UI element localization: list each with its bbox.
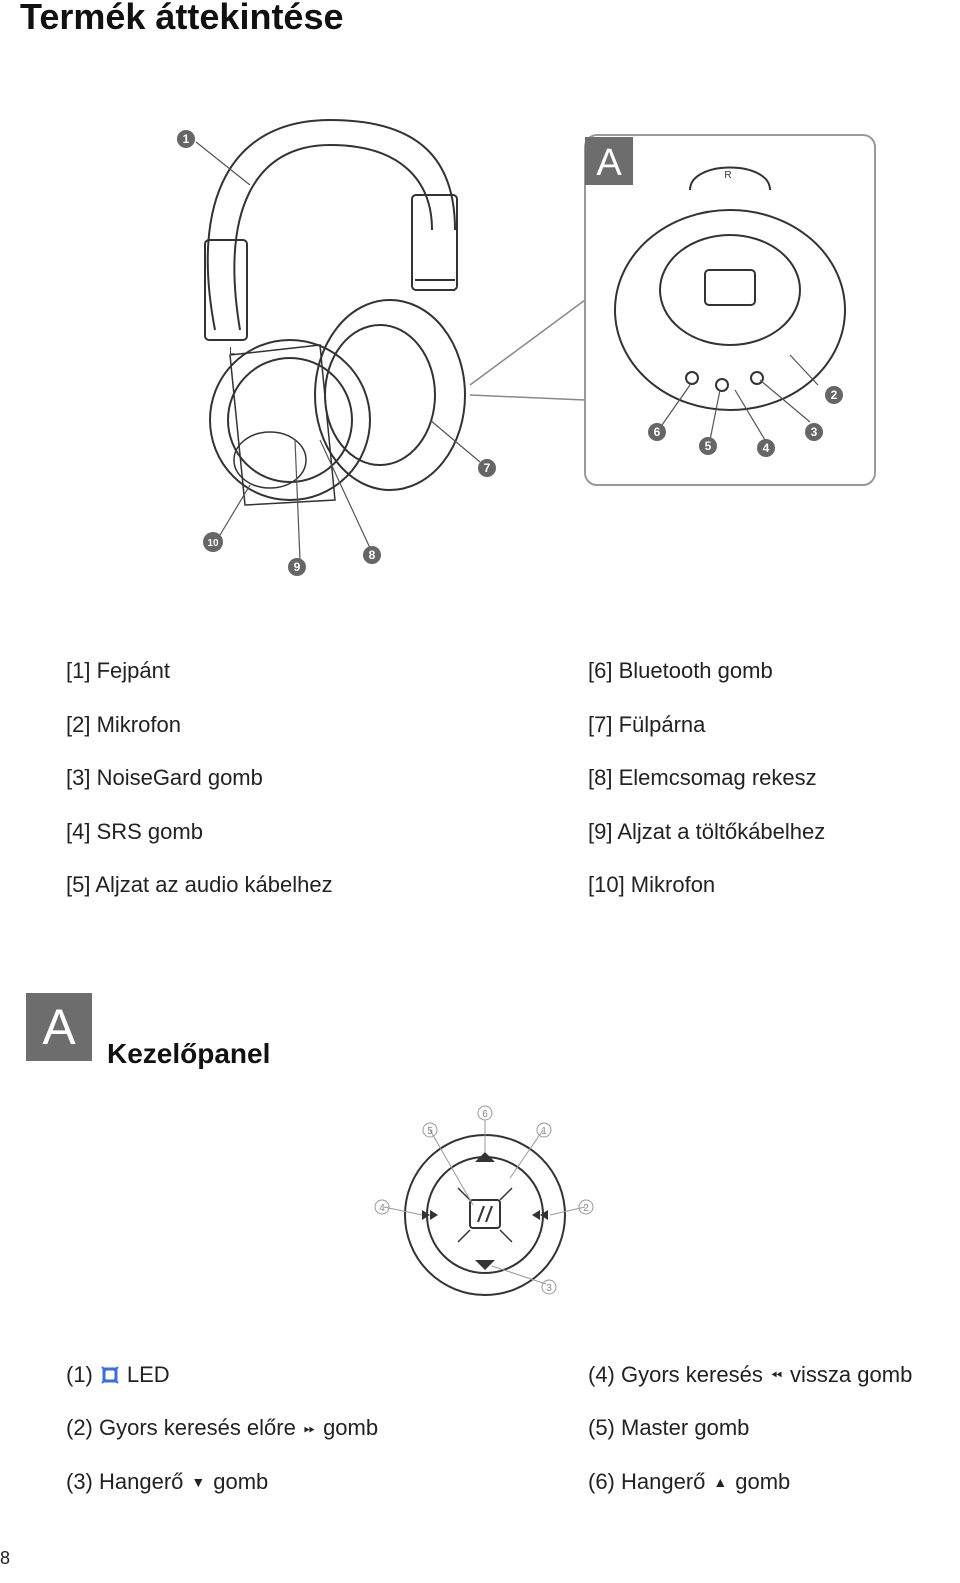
part-9: [9] Aljzat a töltőkábelhez: [588, 818, 826, 844]
svg-text:L: L: [229, 346, 235, 357]
section-a-badge: A: [26, 993, 92, 1061]
panel-a-letter: A: [596, 142, 622, 184]
callout-6: 6: [654, 425, 661, 439]
control-5: (5) Master gomb: [588, 1415, 750, 1441]
parts-list-left: [1] Fejpánt [2] Mikrofon [3] NoiseGard g…: [66, 656, 333, 924]
page-number: 8: [0, 1548, 11, 1568]
panel-callout-5: 5: [427, 1126, 433, 1137]
callout-10: 10: [207, 538, 219, 549]
led-icon: [101, 1366, 119, 1384]
panel-callout-3: 3: [546, 1283, 552, 1294]
fast-forward-icon: ⏩︎: [303, 1420, 316, 1437]
panel-callout-1: 1: [541, 1126, 547, 1137]
rewind-icon: ⏪︎: [770, 1366, 783, 1383]
control-3: (3) Hangerő ▼ gomb: [66, 1455, 378, 1509]
volume-up-icon: ▲: [713, 1473, 728, 1490]
part-5: [5] Aljzat az audio kábelhez: [66, 872, 333, 897]
controls-list-right: (4) Gyors keresés ⏪︎ vissza gomb (5) Mas…: [588, 1348, 912, 1509]
part-3: [3] NoiseGard gomb: [66, 765, 263, 790]
callout-7: 7: [484, 461, 491, 475]
callout-4: 4: [763, 441, 770, 455]
control-1: (1) LED: [66, 1361, 170, 1387]
control-6: (6) Hangerő ▲ gomb: [588, 1455, 912, 1509]
control-4: (4) Gyors keresés ⏪︎ vissza gomb: [588, 1348, 912, 1402]
part-6: [6] Bluetooth gomb: [588, 658, 773, 683]
part-7: [7] Fülpárna: [588, 711, 706, 737]
headphone-overview-figure: A R L 1 2 3 4 5 6 7 8 9 10: [177, 118, 876, 576]
part-4: [4] SRS gomb: [66, 818, 203, 844]
panel-callout-4: 4: [379, 1203, 385, 1214]
callout-5: 5: [705, 439, 712, 453]
page-title: Termék áttekintése: [20, 0, 344, 37]
panel-callout-6: 6: [482, 1109, 488, 1120]
volume-down-icon: ▼: [191, 1473, 206, 1490]
callout-1: 1: [183, 132, 190, 146]
callout-9: 9: [294, 560, 301, 574]
part-10: [10] Mikrofon: [588, 872, 716, 897]
panel-callout-2: 2: [583, 1203, 589, 1214]
callout-3: 3: [811, 425, 818, 439]
section-title: Kezelőpanel: [107, 1038, 271, 1069]
parts-list-right: [6] Bluetooth gomb [7] Fülpárna [8] Elem…: [588, 656, 825, 924]
controls-list-left: (1) LED (2) Gyors keresés előre ⏩︎ gomb …: [66, 1348, 378, 1509]
part-2: [2] Mikrofon: [66, 711, 181, 737]
part-1: [1] Fejpánt: [66, 658, 170, 683]
part-8: [8] Elemcsomag rekesz: [588, 765, 817, 790]
control-panel-figure: 1 2 3 4 5 6: [374, 1105, 594, 1296]
callout-8: 8: [369, 548, 376, 562]
panel-a-badge: [585, 137, 633, 185]
control-2: (2) Gyors keresés előre ⏩︎ gomb: [66, 1402, 378, 1456]
callout-2: 2: [831, 388, 838, 402]
svg-text:R: R: [724, 170, 731, 181]
